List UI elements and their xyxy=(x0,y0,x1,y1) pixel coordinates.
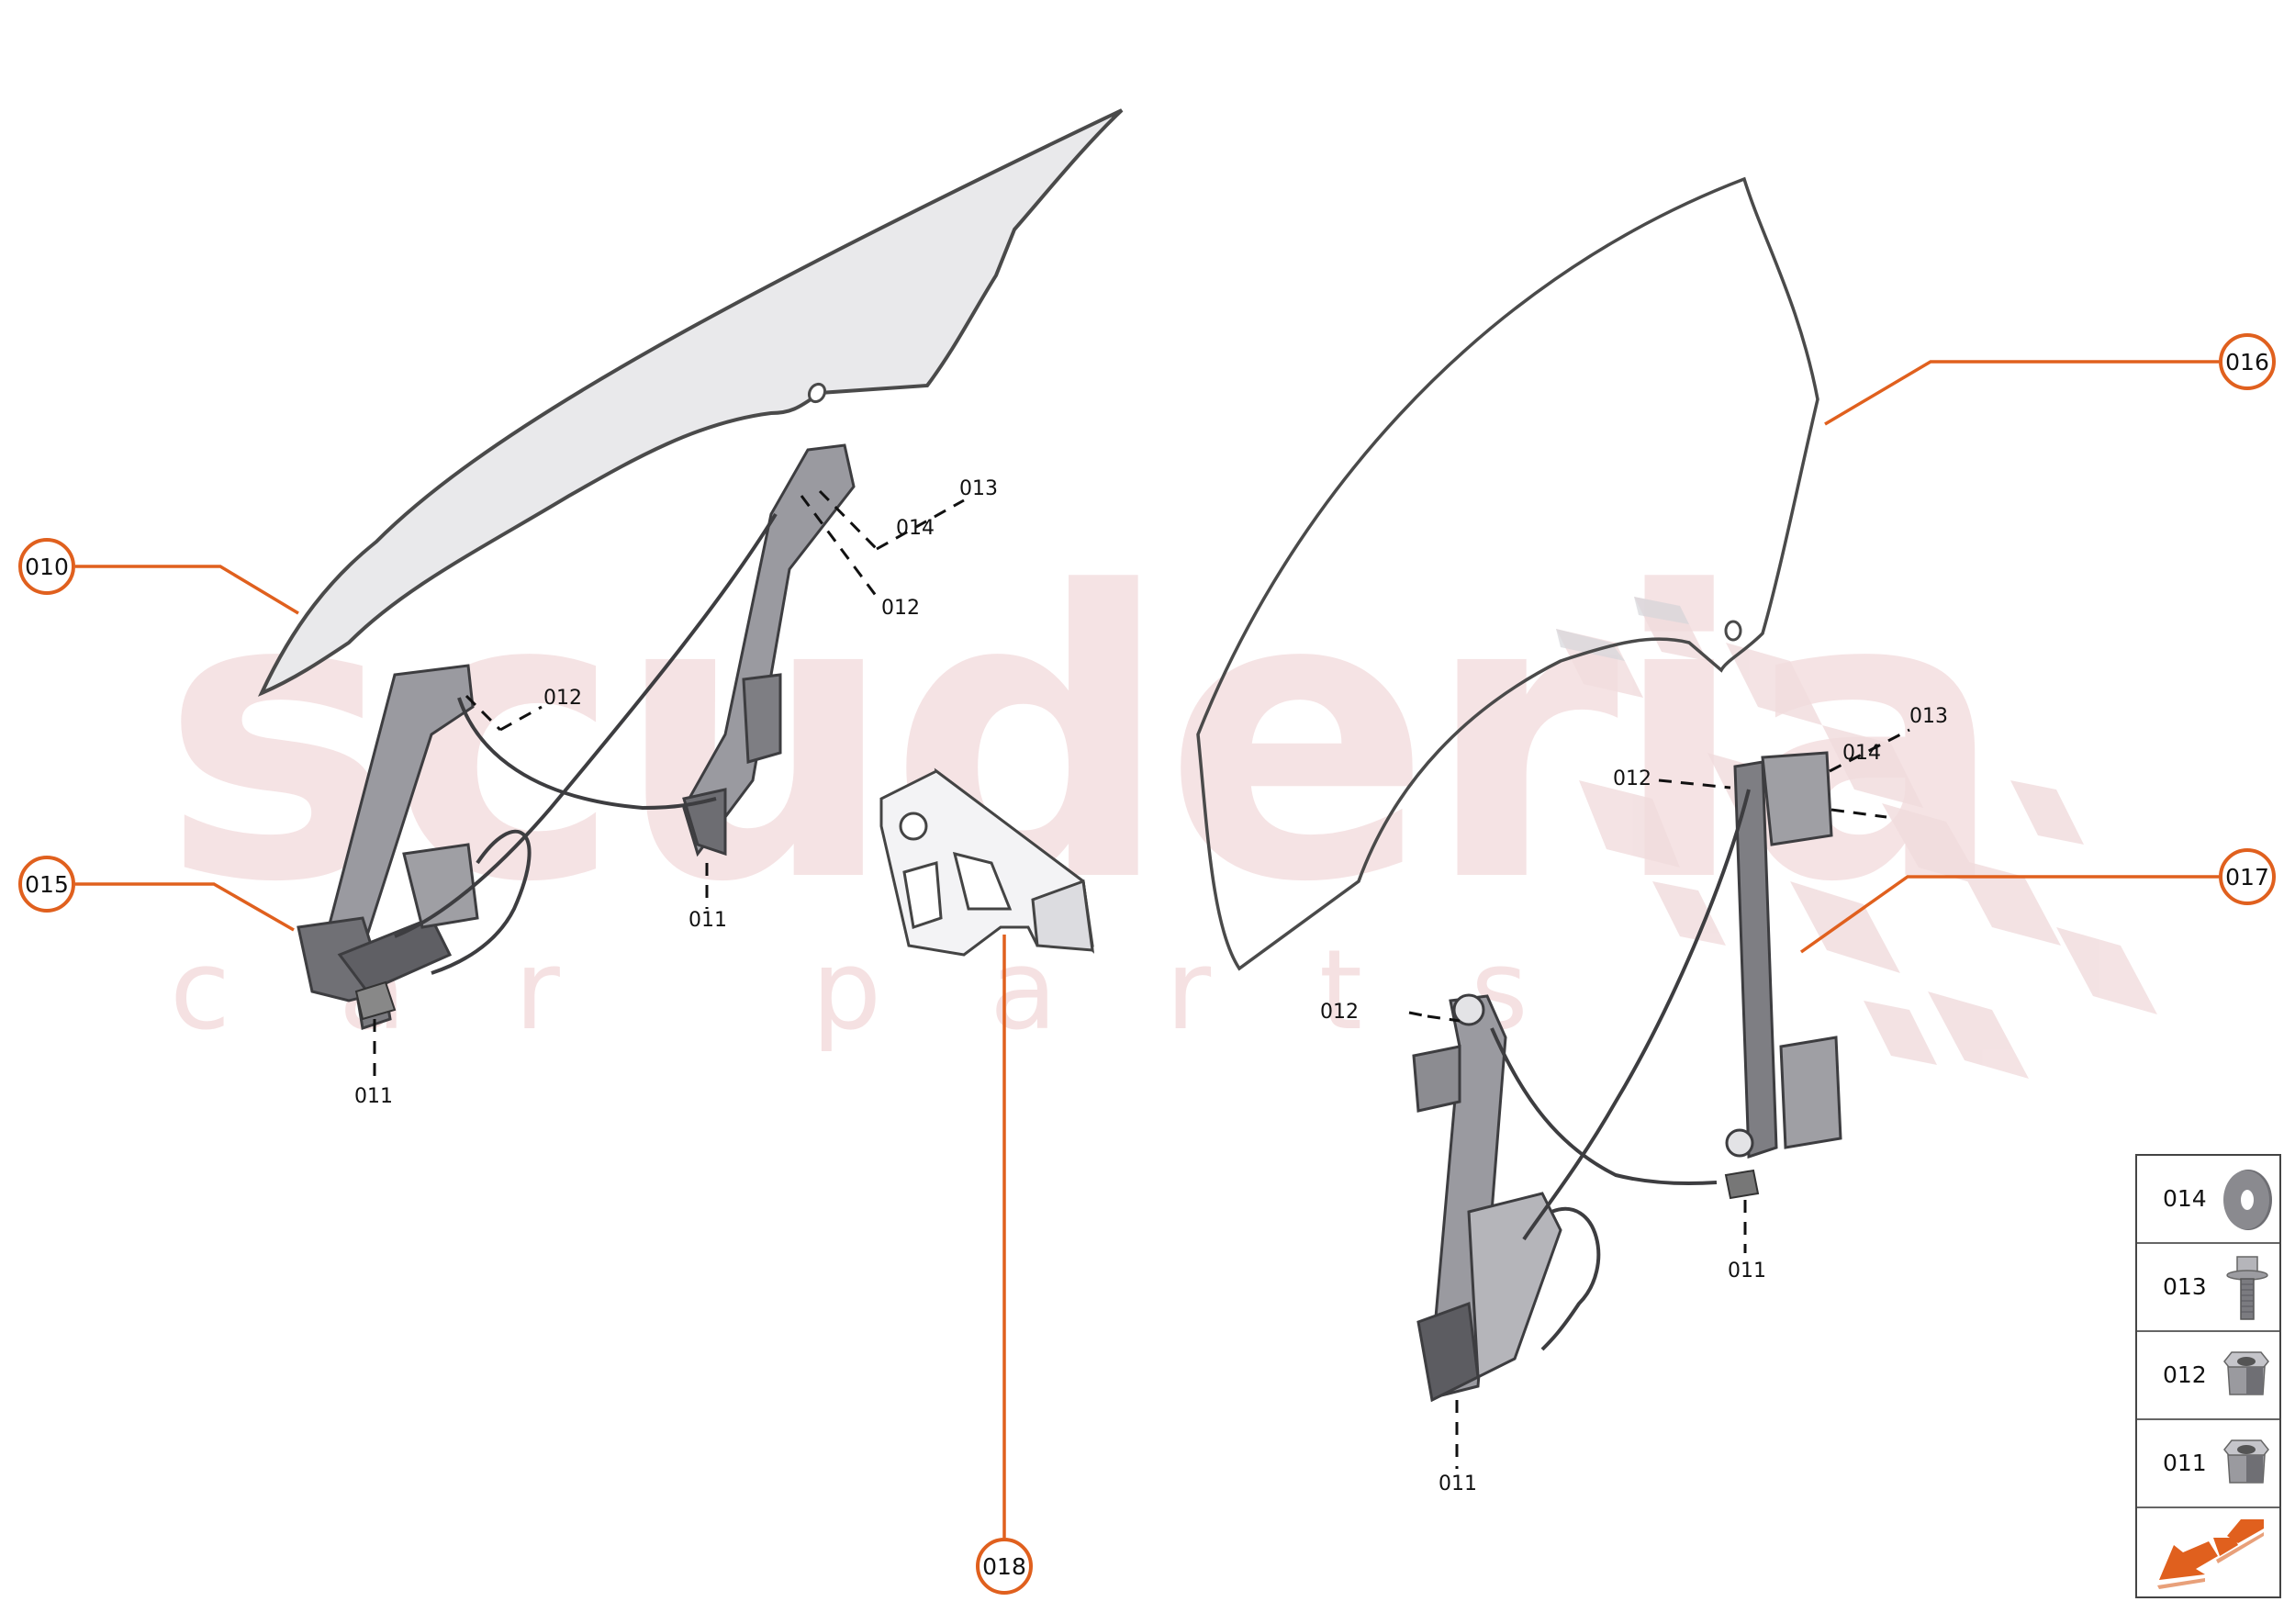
right-window-glass xyxy=(1196,176,1819,971)
legend-row-orientation xyxy=(2137,1508,2279,1596)
bolt-icon xyxy=(2226,1256,2268,1320)
leader-015 xyxy=(75,882,295,932)
label-left-014: 014 xyxy=(896,517,935,540)
label-left-011-upper: 011 xyxy=(688,909,727,932)
washer-icon xyxy=(2223,1170,2272,1230)
legend-row-011[interactable]: 011 xyxy=(2137,1420,2279,1508)
leader-010 xyxy=(75,565,299,615)
right-window-regulator xyxy=(1412,751,1842,1403)
legend-row-013[interactable]: 013 xyxy=(2137,1244,2279,1332)
callout-018[interactable]: 018 xyxy=(976,1538,1033,1595)
label-right-014: 014 xyxy=(1842,742,1881,765)
leader-017 xyxy=(1799,875,2219,954)
flange-nut-icon xyxy=(2223,1351,2269,1395)
label-right-011-lower: 011 xyxy=(1439,1473,1477,1495)
bracket-018 xyxy=(879,767,1095,957)
legend-code: 013 xyxy=(2163,1273,2207,1300)
label-right-012-lower: 012 xyxy=(1320,1001,1359,1024)
label-right-011-upper: 011 xyxy=(1728,1260,1766,1282)
label-right-012-upper: 012 xyxy=(1613,767,1651,790)
legend-code: 014 xyxy=(2163,1185,2207,1212)
label-left-011-lower: 011 xyxy=(354,1085,393,1108)
legend-row-014[interactable]: 014 xyxy=(2137,1156,2279,1244)
orientation-arrow-icon xyxy=(2157,1519,2264,1589)
label-right-013: 013 xyxy=(1909,705,1948,728)
legend-code: 012 xyxy=(2163,1361,2207,1388)
legend-code: 011 xyxy=(2163,1450,2207,1476)
flange-nut-icon xyxy=(2223,1439,2269,1484)
callout-015[interactable]: 015 xyxy=(18,856,75,913)
label-left-013: 013 xyxy=(959,477,998,500)
label-left-012-lower: 012 xyxy=(543,687,582,710)
leader-016 xyxy=(1824,360,2219,426)
left-window-glass xyxy=(257,108,1124,697)
callout-016[interactable]: 016 xyxy=(2219,333,2276,390)
legend-row-012[interactable]: 012 xyxy=(2137,1332,2279,1420)
callout-017[interactable]: 017 xyxy=(2219,848,2276,905)
label-left-012-upper: 012 xyxy=(881,597,920,620)
callout-010[interactable]: 010 xyxy=(18,538,75,595)
fastener-legend: 014 013 012 011 xyxy=(2135,1154,2281,1598)
